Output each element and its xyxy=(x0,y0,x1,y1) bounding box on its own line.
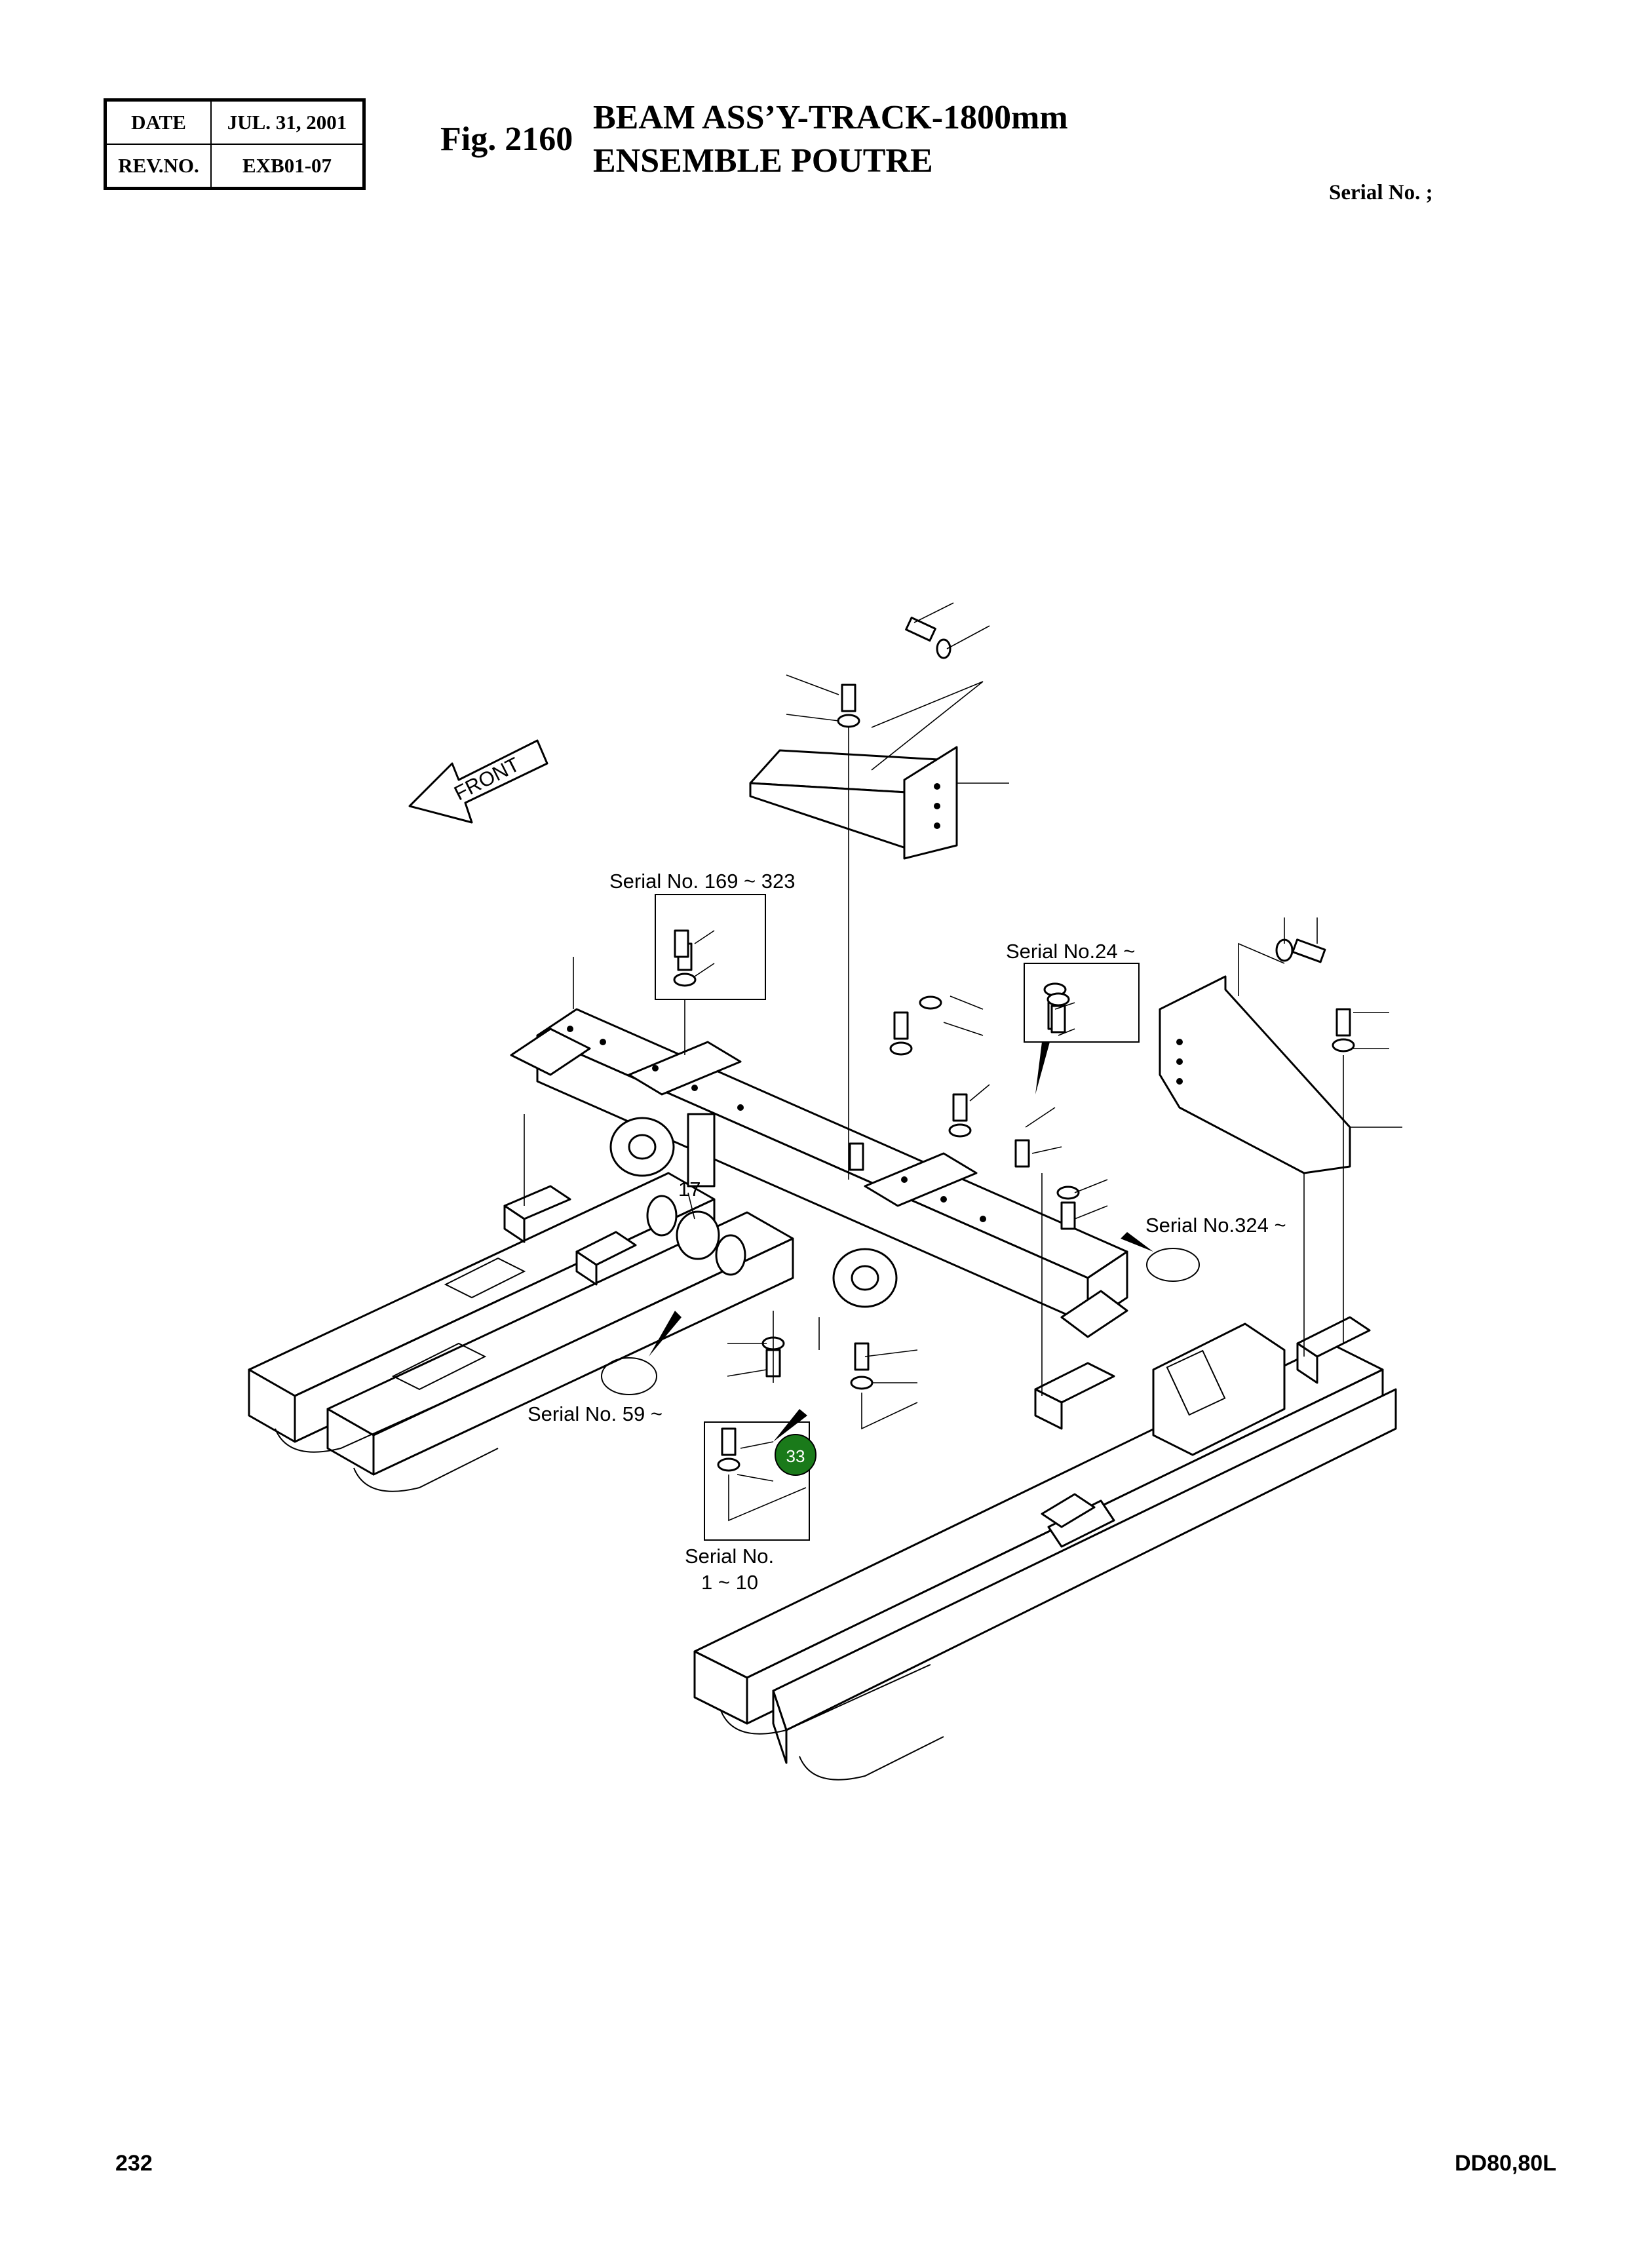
callout-serial-324: Serial No.324 ~ xyxy=(1145,1214,1286,1237)
callout-part-17: 17 xyxy=(678,1178,701,1201)
callout-serial-169-323: Serial No. 169 ~ 323 xyxy=(609,870,796,893)
part-33-marker[interactable] xyxy=(775,1434,816,1476)
right-bracket xyxy=(1159,975,1351,1174)
right-track-frame xyxy=(693,1316,1397,1781)
revision-table: DATE JUL. 31, 2001 REV.NO. EXB01-07 xyxy=(104,98,366,190)
figure-number: Fig. 2160 xyxy=(440,121,573,158)
reference-oval-left xyxy=(601,1357,657,1395)
date-row: DATE JUL. 31, 2001 xyxy=(107,102,362,145)
date-value: JUL. 31, 2001 xyxy=(227,111,347,134)
rev-label: REV.NO. xyxy=(107,145,212,187)
bushing-parts xyxy=(646,1195,746,1276)
main-beam xyxy=(510,1008,1128,1338)
callout-serial-1-10-line2: 1 ~ 10 xyxy=(701,1571,758,1594)
rev-value: EXB01-07 xyxy=(242,154,332,177)
date-label: DATE xyxy=(107,102,212,144)
callout-pointers xyxy=(649,1042,1153,1442)
leader-lines xyxy=(524,602,1402,1522)
callout-serial-1-10-line1: Serial No. xyxy=(685,1545,774,1568)
serial-frames xyxy=(655,894,1140,1541)
model-name: DD80,80L xyxy=(1455,2151,1556,2176)
part-33-label: 33 xyxy=(786,1446,805,1466)
page-number: 232 xyxy=(115,2151,153,2176)
left-track-frame xyxy=(248,1172,794,1492)
upper-bracket xyxy=(749,746,958,860)
reference-oval-right xyxy=(1146,1248,1200,1282)
title-french: ENSEMBLE POUTRE xyxy=(593,142,933,180)
callout-serial-59: Serial No. 59 ~ xyxy=(528,1402,663,1425)
serial-header: Serial No. ; xyxy=(1329,181,1433,204)
front-arrow-icon: FRONT xyxy=(408,739,548,824)
rev-row: REV.NO. EXB01-07 xyxy=(107,145,362,187)
part-33-badge[interactable]: 33 xyxy=(775,1434,816,1476)
title-english: BEAM ASS’Y-TRACK-1800mm xyxy=(593,99,1068,136)
callout-serial-24: Serial No.24 ~ xyxy=(1006,940,1135,963)
